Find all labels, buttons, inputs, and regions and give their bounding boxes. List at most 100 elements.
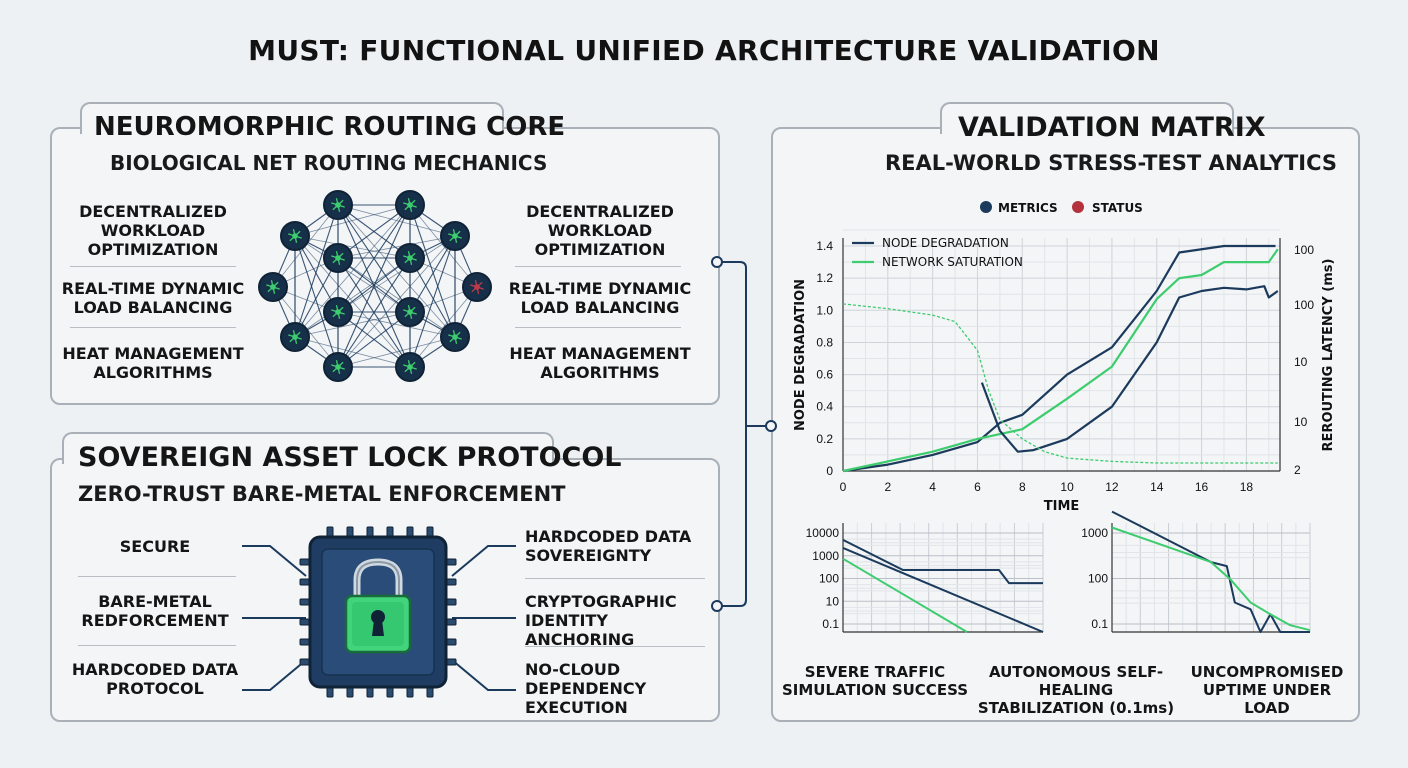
x-tick-label: 2 [884,480,891,494]
network-edge [409,286,478,368]
series-line-1 [842,244,1276,473]
network-node [395,243,425,273]
network-node [323,297,353,327]
lock-left-feature-3: HARDCODED DATA PROTOCOL [71,660,239,698]
small-chart-1-series-line-3 [842,557,968,633]
x-tick-label: 8 [1019,480,1026,494]
routing-right-feature-2: REAL-TIME DYNAMIC LOAD BALANCING [508,279,692,317]
lock-left-feature-1: SECURE [119,537,191,556]
network-node [395,352,425,382]
divider [78,576,236,577]
chip-wire [242,545,307,577]
legend-status-dot [1072,201,1084,213]
chip-wire [451,659,516,691]
y-tick-label: 1.4 [816,239,833,253]
keyhole-slot [372,620,384,636]
lock-subtitle: ZERO-TRUST BARE-METAL ENFORCEMENT [78,482,566,506]
divider [70,327,236,328]
legend-label: NETWORK SATURATION [882,255,1023,269]
network-edge [409,204,456,338]
lock-shackle-edge [356,560,400,598]
y-tick-label: 0.2 [816,432,833,446]
y-tick-label: 0 [826,464,833,478]
connector-line [717,261,747,607]
series-line-3 [980,285,1279,453]
small-chart-1-y-tick-label: 100 [819,572,839,586]
small-chart-2-y-tick-label: 100 [1088,572,1108,586]
legend-label: NODE DEGRADATION [882,236,1009,250]
y-right-tick-label: 10 [1294,355,1308,369]
connector-node [711,600,723,612]
network-edge [294,235,411,259]
x-tick-label: 10 [1060,480,1074,494]
network-edge [294,204,411,237]
network-edge [337,257,456,338]
chip-wire [242,659,307,691]
node-core [335,255,341,261]
network-node [323,352,353,382]
y-tick-label: 1.0 [816,303,833,317]
x-tick-label: 16 [1195,480,1209,494]
network-edge [294,235,339,368]
network-edge [337,204,411,368]
divider [78,645,236,646]
lock-right-feature-1: HARDCODED DATA SOVEREIGNTY [525,527,692,565]
routing-panel-tab [80,102,504,134]
node-core [452,334,458,340]
node-core [407,364,413,370]
routing-left-feature-1: DECENTRALIZED WORKLOAD OPTIMIZATION [79,202,227,259]
routing-right-feature-3: HEAT MANAGEMENT ALGORITHMS [509,344,691,382]
node-core [474,284,480,290]
x-tick-label: 14 [1150,480,1164,494]
y-axis-label: NODE DEGRADATION [793,279,808,431]
x-axis-label: TIME [1044,499,1080,514]
small-chart-2-series-line-2 [1111,526,1311,632]
legend-status-label: STATUS [1092,201,1143,215]
divider [525,646,705,647]
validation-title: VALIDATION MATRIX [958,112,1266,143]
network-node [323,243,353,273]
small-chart-1-y-tick-label: 0.1 [822,617,839,631]
node-core [407,309,413,315]
network-edge [337,235,456,313]
network-edge [294,336,411,368]
connector-node [711,256,723,268]
network-edge [337,204,456,338]
small-chart-2-series-line-1 [1111,510,1310,633]
validation-subtitle: REAL-WORLD STRESS-TEST ANALYTICS [885,151,1338,175]
network-edge [409,235,456,368]
network-edge [294,257,411,338]
legend-metrics-label: METRICS [998,201,1058,215]
small-chart-2-y-tick-label: 0.1 [1091,617,1108,631]
y-tick-label: 0.4 [816,400,833,414]
network-edge [294,235,411,313]
node-core [292,334,298,340]
routing-subtitle: BIOLOGICAL NET ROUTING MECHANICS [110,151,548,175]
network-node [258,272,288,302]
network-edge [337,204,411,313]
network-edge [294,235,411,368]
y-right-tick-label: 100 [1294,298,1314,312]
network-node [395,190,425,220]
node-core [407,202,413,208]
x-tick-label: 18 [1240,480,1254,494]
y-right-tick-label: 10 [1294,415,1308,429]
divider [515,327,681,328]
node-core [335,309,341,315]
divider [70,266,236,267]
network-edge [409,257,456,338]
x-tick-label: 6 [974,480,981,494]
node-core [292,233,298,239]
network-node [280,221,310,251]
lock-icon [344,558,412,654]
network-edge [294,311,411,338]
x-tick-label: 12 [1105,480,1119,494]
small-chart-2-y-tick-label: 1000 [1081,526,1108,540]
network-node [323,190,353,220]
routing-title: NEUROMORPHIC ROUTING CORE [94,112,566,142]
lock-left-feature-2: BARE-METAL REDFORCEMENT [81,592,229,630]
small-chart-1-y-tick-label: 10 [826,594,840,608]
lock-right-feature-3: NO-CLOUD DEPENDENCY EXECUTION [525,660,647,717]
node-core [452,233,458,239]
network-edge [294,204,339,338]
